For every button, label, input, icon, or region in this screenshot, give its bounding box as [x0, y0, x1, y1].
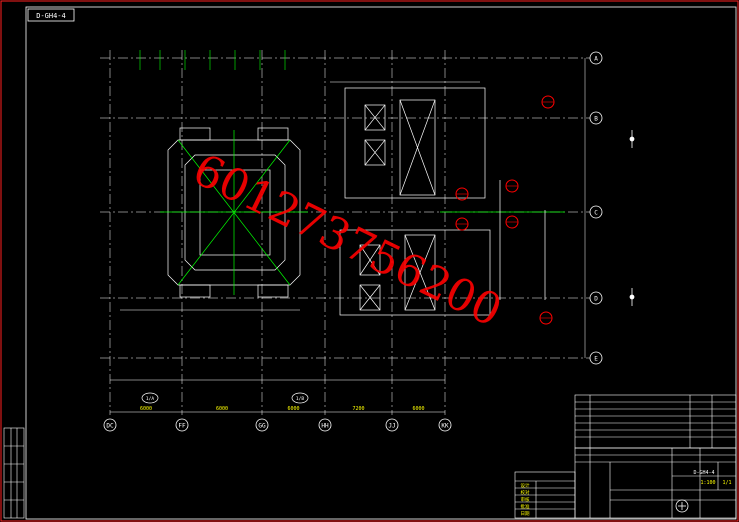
dimension-text: 6000	[216, 406, 228, 412]
grid-label-right: D	[594, 296, 598, 303]
grid-bubble-bottom	[255, 418, 269, 432]
dimension-chains: 6000 6000 6000 7200 6000 1/A 1/B	[110, 58, 586, 413]
drawing-tag: D-GH4-4	[36, 12, 66, 20]
grid-label-bottom: HH	[321, 423, 329, 430]
grid-bubble-right	[589, 51, 603, 65]
title-block-row-label: 批准	[521, 503, 530, 510]
title-block-drawing-number: D-GH4-4	[693, 470, 714, 476]
grid-bubble-right	[589, 351, 603, 365]
grid-label-bottom: JJ	[388, 423, 395, 430]
grid-bubble-bottom	[103, 418, 117, 432]
dimension-text: 7200	[352, 406, 364, 412]
grid-bubble-right	[589, 205, 603, 219]
grid-label-right: A	[594, 56, 598, 63]
drawing-tag-box	[27, 8, 75, 22]
right-elevation-marks	[629, 130, 635, 306]
title-block-row-label: 审核	[521, 496, 530, 503]
grid-bubble-bottom	[385, 418, 399, 432]
left-core-plan	[160, 127, 308, 298]
grid-label-bottom: GG	[258, 423, 266, 430]
title-block-sheet: 1/1	[722, 480, 731, 486]
title-block-row-label: 设计	[521, 482, 530, 489]
grid-bubble-bottom	[438, 418, 452, 432]
grid-bubble-right	[589, 111, 603, 125]
dimension-text: 6000	[140, 406, 152, 412]
section-callouts	[455, 95, 555, 325]
grid-label-bottom: DC	[106, 423, 114, 430]
title-block	[514, 394, 737, 519]
sheet-inner-border	[25, 6, 737, 520]
sub-grid-bubble	[291, 392, 309, 404]
grid-bubble-bottom	[175, 418, 189, 432]
sub-grid-label: 1/B	[296, 396, 304, 402]
grid-label-right: C	[594, 210, 598, 217]
sub-grid-label: 1/A	[146, 396, 154, 402]
title-block-row-label: 日期	[521, 511, 530, 517]
title-block-row-label: 校对	[521, 489, 530, 496]
dimension-text: 6000	[287, 406, 299, 412]
right-equipment-plan	[339, 87, 565, 316]
right-grid-bubbles: A B C D E	[589, 51, 603, 365]
grid-label-right: B	[594, 116, 598, 123]
bottom-grid-bubbles: DC FF GG HH JJ KK	[103, 418, 452, 432]
sub-grid-bubble	[141, 392, 159, 404]
grid-label-right: E	[594, 356, 598, 363]
dimension-text: 6000	[412, 406, 424, 412]
title-block-scale: 1:100	[700, 480, 715, 486]
left-margin-strip	[3, 427, 25, 519]
grid-label-bottom: FF	[178, 423, 186, 430]
company-logo-icon	[675, 499, 689, 513]
grid-bubble-bottom	[318, 418, 332, 432]
grid-label-bottom: KK	[441, 423, 449, 430]
grid-bubble-right	[589, 291, 603, 305]
